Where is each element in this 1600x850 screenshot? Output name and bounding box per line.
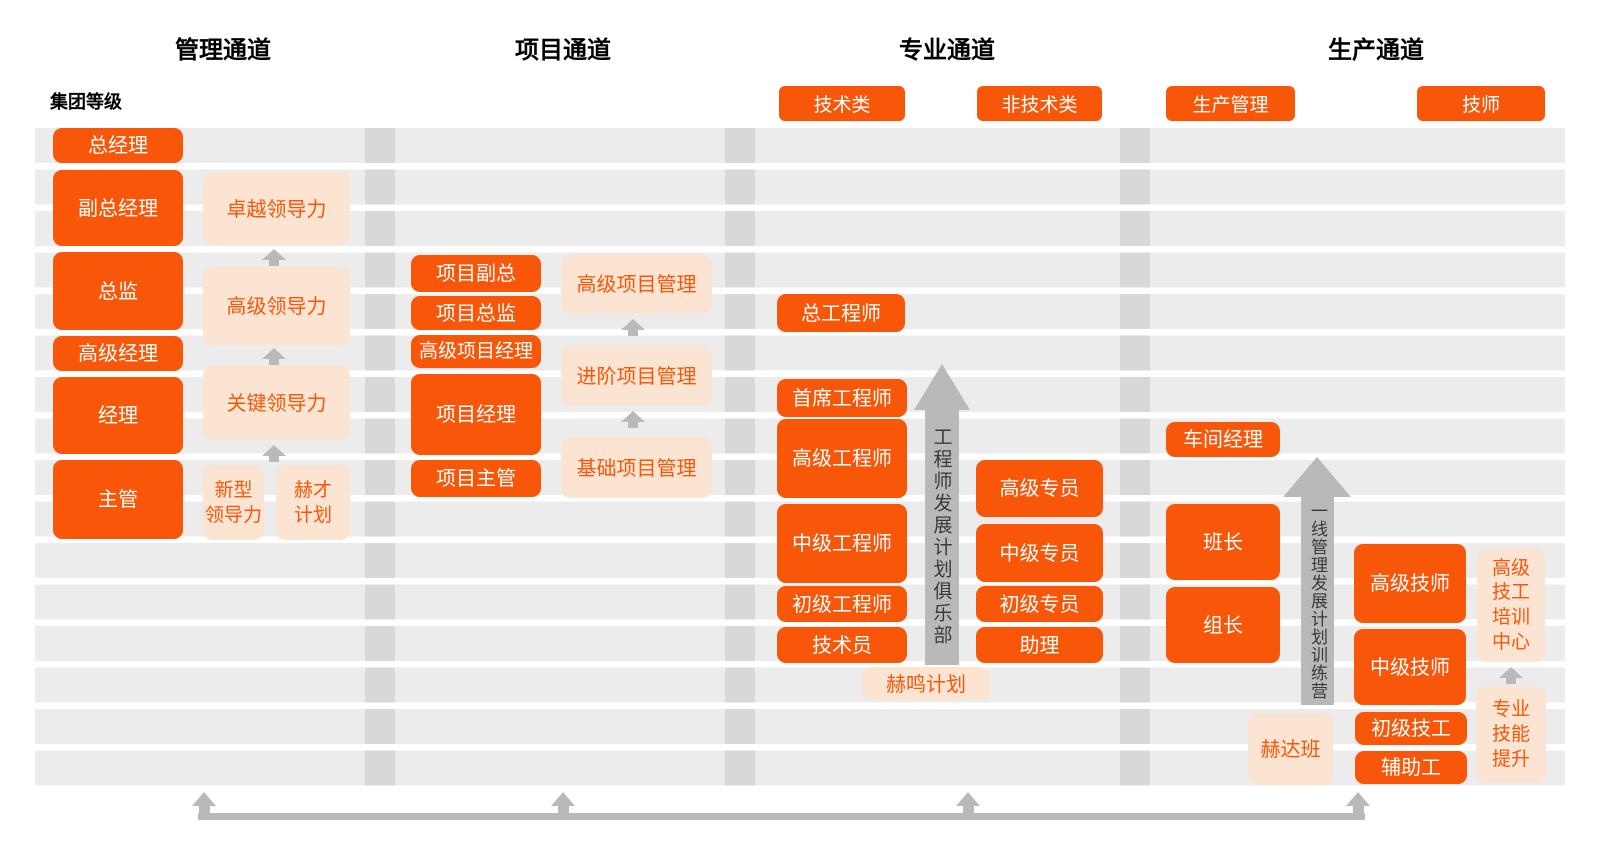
role-principal-engineer: 首席工程师 <box>777 379 907 417</box>
program-basic-pm: 基础项目管理 <box>561 437 712 498</box>
role-mid-engineer: 中级工程师 <box>777 504 907 583</box>
up-arrow-icon <box>192 792 216 813</box>
role-supervisor: 主管 <box>53 460 183 539</box>
role-mid-specialist: 中级专员 <box>976 524 1103 582</box>
frontline-camp-arrow: 一线管理发展计划训练营 <box>1301 496 1334 705</box>
role-auxiliary-worker: 辅助工 <box>1355 751 1467 784</box>
engineer-club-arrow: 工程师发展计划俱乐部 <box>925 409 959 665</box>
engineer-club-arrow-label: 工程师发展计划俱乐部 <box>930 427 953 647</box>
program-advanced-leadership: 高级领导力 <box>203 267 350 345</box>
frontline-camp-arrow-label: 一线管理发展计划训练营 <box>1307 501 1327 700</box>
up-arrow-icon <box>1346 792 1370 813</box>
chip-technical: 技术类 <box>779 86 905 121</box>
up-arrow-icon <box>619 411 647 428</box>
program-key-leadership: 关键领导力 <box>203 365 350 440</box>
role-junior-specialist: 初级专员 <box>976 586 1103 622</box>
role-mid-technician: 中级技师 <box>1354 629 1466 705</box>
channel-divider-2 <box>725 128 755 786</box>
role-chief-engineer: 总工程师 <box>777 294 905 332</box>
role-junior-worker: 初级技工 <box>1355 712 1467 745</box>
up-arrow-icon <box>551 792 575 813</box>
group-level-label: 集团等级 <box>50 92 122 113</box>
role-workshop-manager: 车间经理 <box>1166 422 1280 457</box>
channel-divider-1 <box>365 128 395 786</box>
role-assistant: 助理 <box>976 627 1103 663</box>
channel-title-production: 生产通道 <box>1328 36 1424 64</box>
role-senior-manager: 高级经理 <box>53 336 183 371</box>
channel-divider-3 <box>1120 128 1150 786</box>
up-arrow-icon <box>260 348 288 365</box>
program-advanced-pm: 高级项目管理 <box>561 254 712 314</box>
up-arrow-icon <box>260 445 288 462</box>
bottom-connector-bar <box>198 813 1365 820</box>
role-senior-specialist: 高级专员 <box>976 460 1103 517</box>
role-project-director: 项目总监 <box>411 296 541 330</box>
program-excellence-leadership: 卓越领导力 <box>203 172 350 245</box>
role-junior-engineer: 初级工程师 <box>777 586 907 622</box>
big-up-arrow-icon <box>914 364 970 410</box>
role-senior-engineer: 高级工程师 <box>777 419 907 498</box>
role-project-vp: 项目副总 <box>411 255 541 292</box>
program-hecai-plan: 赫才 计划 <box>276 465 350 540</box>
role-project-manager: 项目经理 <box>411 374 541 455</box>
chip-non-technical: 非技术类 <box>977 86 1102 121</box>
role-technician: 技术员 <box>777 627 907 663</box>
program-heda-class: 赫达班 <box>1248 713 1333 785</box>
up-arrow-icon <box>956 792 980 813</box>
up-arrow-icon <box>260 249 288 266</box>
up-arrow-icon <box>1497 667 1525 684</box>
channel-title-project: 项目通道 <box>515 36 611 64</box>
big-up-arrow-icon <box>1283 457 1351 497</box>
up-arrow-icon <box>619 319 647 336</box>
role-group-leader: 组长 <box>1166 587 1280 663</box>
role-senior-project-manager: 高级项目经理 <box>411 335 541 368</box>
chip-technician: 技师 <box>1417 86 1545 121</box>
program-new-leadership: 新型 领导力 <box>203 465 264 540</box>
role-project-supervisor: 项目主管 <box>411 460 541 497</box>
role-foreman: 班长 <box>1166 504 1280 580</box>
channel-title-professional: 专业通道 <box>899 36 995 64</box>
program-heming-plan: 赫鸣计划 <box>862 667 990 700</box>
program-skill-upgrade: 专业 技能 提升 <box>1476 686 1546 783</box>
role-deputy-general-manager: 副总经理 <box>53 170 183 246</box>
role-general-manager: 总经理 <box>53 128 183 163</box>
chip-production-management: 生产管理 <box>1166 86 1295 121</box>
role-senior-technician: 高级技师 <box>1354 544 1466 623</box>
channel-title-management: 管理通道 <box>175 36 271 64</box>
role-manager: 经理 <box>53 377 183 454</box>
role-director: 总监 <box>53 252 183 330</box>
program-intermediate-pm: 进阶项目管理 <box>561 346 712 405</box>
program-training-center: 高级 技工 培训 中心 <box>1477 548 1545 662</box>
